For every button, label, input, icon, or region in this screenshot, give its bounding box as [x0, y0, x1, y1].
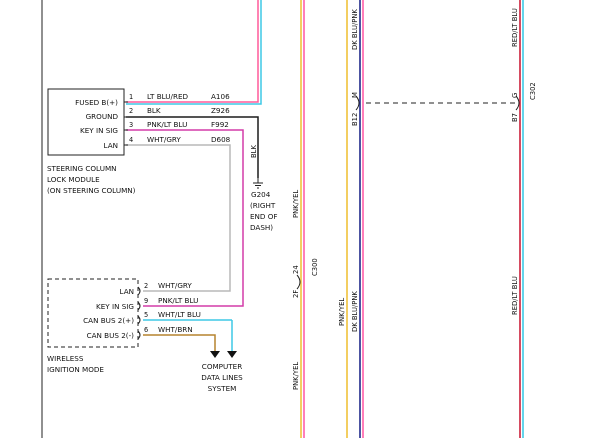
steering-module-caption-3: (ON STEERING COLUMN)	[47, 186, 136, 195]
circuit-label: Z926	[211, 106, 230, 115]
pin-num: 9	[144, 297, 148, 305]
data-lines-caption-1: COMPUTER	[202, 362, 242, 371]
dk-blu-pnk-label-top: DK BLU/PNK	[351, 9, 359, 50]
steering-module-caption-1: STEERING COLUMN	[47, 164, 117, 173]
wire-label: PNK/LT BLU	[147, 120, 187, 129]
c300-pin-24: 24	[292, 265, 300, 274]
wireless-pin-brackets	[137, 286, 141, 340]
pin-label: FUSED B(+)	[75, 98, 118, 107]
wireless-module-caption-1: WIRELESS	[47, 354, 84, 363]
wire-lt-blu-red-alt	[126, 0, 262, 105]
c300-connector	[296, 274, 301, 290]
red-lt-blu-label-top: RED/LT BLU	[511, 8, 519, 47]
wire-label: WHT/GRY	[158, 281, 192, 290]
wire-label: WHT/GRY	[147, 135, 181, 144]
wire-wht-brn	[143, 334, 216, 351]
pin-num: 2	[129, 107, 133, 115]
pin-label: CAN BUS 2(-)	[87, 331, 135, 340]
wireless-module-wires	[143, 319, 233, 351]
c302-connector-right	[515, 95, 520, 111]
c302-pin-m: M	[351, 92, 359, 98]
pin-label: LAN	[120, 287, 134, 296]
pin-label: KEY IN SIG	[80, 126, 118, 135]
pin-num: 2	[144, 282, 148, 290]
wire-label: WHT/BRN	[158, 325, 193, 334]
ground-desc-2: END OF	[250, 212, 278, 221]
data-line-arrow-blu	[227, 351, 237, 358]
circuit-label: D608	[211, 135, 231, 144]
blk-vertical-label: BLK	[250, 145, 258, 158]
pin-num: 5	[144, 311, 148, 319]
data-lines-caption-2: DATA LINES	[201, 373, 243, 382]
c302-pin-b7: B7	[511, 113, 519, 122]
dk-blu-pnk-label-lower: DK BLU/PNK	[351, 291, 359, 332]
ground-desc-3: DASH)	[250, 223, 273, 232]
c300-name: C300	[311, 258, 319, 276]
ground-desc-1: (RIGHT	[250, 201, 276, 210]
wireless-ignition-module-box	[47, 278, 139, 348]
wireless-module-caption-2: IGNITION MODE	[47, 365, 104, 374]
circuit-label: F992	[211, 120, 229, 129]
pin-label: KEY IN SIG	[96, 302, 134, 311]
pin-num: 4	[129, 136, 133, 144]
pnk-yel-label-lower: PNK/YEL	[292, 362, 300, 390]
pin-num: 1	[129, 93, 133, 101]
c302-pin-b12: B12	[351, 113, 359, 126]
pin-label: CAN BUS 2(+)	[83, 316, 134, 325]
steering-module-pins: FUSED B(+) 1 LT BLU/RED A106 GROUND 2 BL…	[75, 92, 231, 150]
steering-column-lock-module-box	[47, 88, 125, 156]
data-lines-caption-3: SYSTEM	[208, 384, 237, 393]
c302-pin-g: G	[511, 93, 519, 98]
wire-lt-blu-red	[126, 0, 259, 103]
ground-name: G204	[251, 190, 271, 199]
pin-label: GROUND	[86, 112, 119, 121]
pnk-yel-label-upper: PNK/YEL	[292, 190, 300, 218]
wire-label: PNK/LT BLU	[158, 296, 198, 305]
wire-label: LT BLU/RED	[147, 92, 188, 101]
steering-module-wires	[126, 0, 262, 307]
pin-num: 3	[129, 121, 133, 129]
red-lt-blu-label-lower: RED/LT BLU	[511, 276, 519, 315]
c302-name: C302	[529, 82, 537, 100]
pnk-yel-label-mid: PNK/YEL	[338, 298, 346, 326]
wire-blk-ground	[126, 116, 259, 178]
vertical-wires	[300, 0, 524, 438]
wire-label: BLK	[147, 106, 161, 115]
circuit-label: A106	[211, 92, 230, 101]
steering-module-caption-2: LOCK MODULE	[47, 175, 100, 184]
wire-pnk-lt-blu	[126, 129, 244, 307]
data-line-arrow-brn	[210, 351, 220, 358]
wire-wht-gry	[126, 144, 231, 292]
wire-label: WHT/LT BLU	[158, 310, 201, 319]
steering-pin-ticks	[124, 101, 128, 146]
c302-connector-left	[355, 95, 360, 111]
pin-label: LAN	[104, 141, 118, 150]
c300-pin-2f: 2F	[292, 290, 300, 298]
pin-num: 6	[144, 326, 148, 334]
ground-symbol	[253, 178, 263, 189]
wireless-module-pins: LAN 2 WHT/GRY KEY IN SIG 9 PNK/LT BLU CA…	[83, 281, 201, 340]
